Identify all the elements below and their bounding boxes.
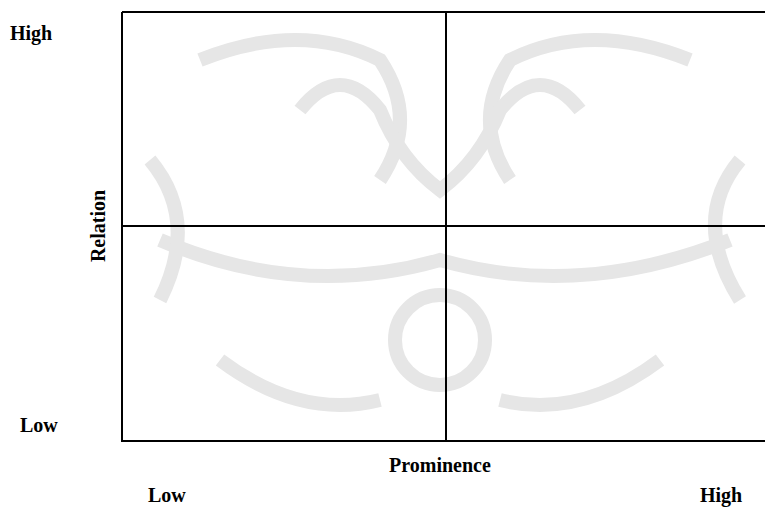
axis-low-label: Low — [20, 414, 58, 436]
axis-low-label: Low — [148, 484, 186, 506]
matrix-grid — [121, 12, 765, 442]
axis-high-label: High — [700, 484, 742, 506]
axis-title: Relation — [87, 190, 109, 262]
axis-high-label: High — [10, 22, 52, 44]
axis-title: Prominence — [389, 454, 491, 476]
